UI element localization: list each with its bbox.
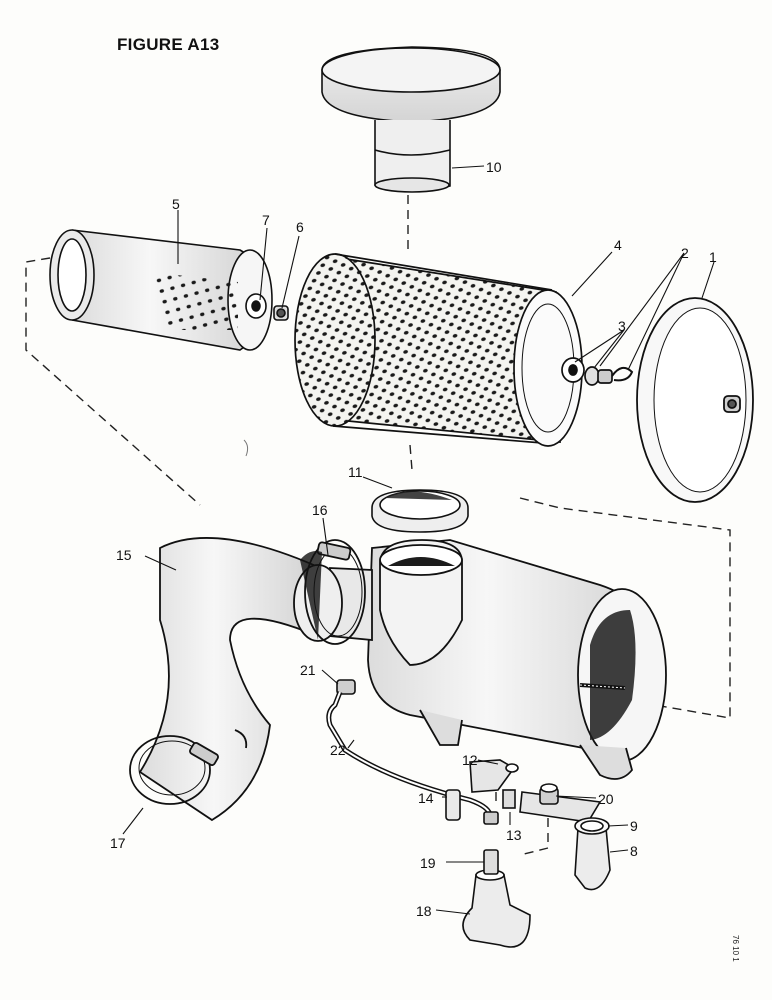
callout-5: 5	[172, 196, 180, 212]
banjo-union	[336, 679, 356, 695]
union	[483, 849, 499, 875]
callout-8: 8	[630, 843, 638, 859]
drain-tube	[574, 817, 611, 891]
bracket	[469, 759, 516, 793]
pipe-assembly	[326, 679, 499, 825]
end-cover	[636, 297, 754, 503]
callout-20: 20	[598, 791, 614, 807]
callout-9: 9	[630, 818, 638, 834]
callout-16: 16	[312, 502, 328, 518]
callout-12: 12	[462, 752, 478, 768]
callout-4: 4	[614, 237, 622, 253]
leader-lines	[122, 165, 715, 915]
cover-clip	[597, 366, 634, 384]
callout-19: 19	[420, 855, 436, 871]
bracket-fixings	[445, 759, 602, 823]
callout-22: 22	[330, 742, 346, 758]
callout-15: 15	[116, 547, 132, 563]
callout-10: 10	[486, 159, 502, 175]
callout-14: 14	[418, 790, 434, 806]
stray-mark	[243, 439, 249, 457]
sealing-ring	[371, 489, 469, 533]
main-filter-element	[294, 253, 634, 447]
callout-11: 11	[348, 464, 363, 480]
hose-clip-lower	[129, 735, 219, 805]
intake-cap	[321, 46, 501, 193]
callout-3: 3	[618, 318, 626, 334]
callout-13: 13	[506, 827, 522, 843]
callout-numbers: 1 2 3 4 5 6 7 8 9 10 11 12 13 14 15 16 1…	[110, 159, 717, 919]
callout-18: 18	[416, 903, 432, 919]
callout-7: 7	[262, 212, 270, 228]
callout-1: 1	[709, 249, 717, 265]
callout-2: 2	[681, 245, 689, 261]
hose-clip-upper	[300, 539, 366, 645]
valve-adapter	[539, 783, 559, 805]
callout-21: 21	[300, 662, 316, 678]
air-cleaner-body	[329, 539, 667, 780]
callout-6: 6	[296, 219, 304, 235]
figure-title: FIGURE A13	[117, 35, 220, 54]
bolt	[502, 789, 516, 809]
spacer	[445, 789, 461, 821]
wing-nut	[273, 305, 289, 321]
callout-17: 17	[110, 835, 126, 851]
pre-cleaner-element	[49, 229, 289, 351]
elbow-connector	[462, 849, 531, 948]
